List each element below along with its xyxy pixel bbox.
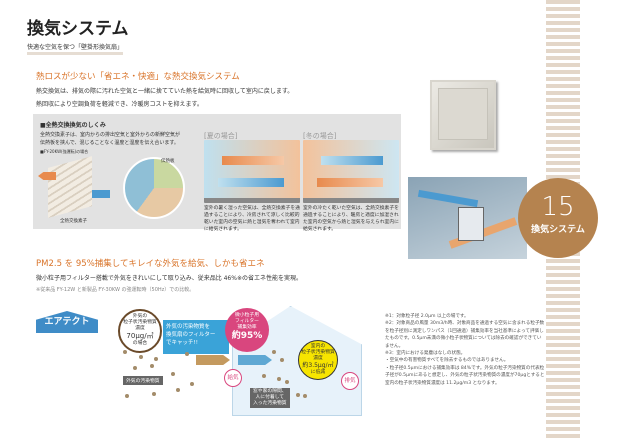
- section1-line: 熱交換気は、排気の際に汚れた空気と一緒に捨てていた熱を給気時に回収して室内に戻し…: [36, 88, 294, 95]
- airtect-logo: エアテクト: [36, 311, 98, 333]
- mechanism-title: ■全熱交換換気のしくみ: [40, 122, 106, 129]
- wall-ventilation-fan-image: [430, 80, 496, 150]
- arrow-icon: [92, 190, 110, 198]
- filter-callout: 外気の汚染物質を換気扇のフィルターでキャッチ!!: [163, 320, 229, 354]
- badge-label: 換気システム: [531, 225, 585, 235]
- section-number-badge: 15 換気システム: [518, 178, 598, 258]
- footnotes: ※1：対象粒子径 2.0μm 以上の場です。※2：対象商品の風量 30m3/h時…: [385, 314, 545, 386]
- page-title: 換気システム: [27, 19, 129, 39]
- supply-arrow-icon: [238, 355, 272, 365]
- section2-line: 微小粒子用フィルター搭載で外気をきれいにして取り込み、従来品比 46%※の省エネ…: [36, 275, 302, 282]
- badge-number: 15: [541, 192, 575, 222]
- section2-heading: PM2.5 を 95%捕集してキレイな外気を給気、しかも省エネ: [36, 259, 265, 269]
- section1-heading: 熱ロスが少ない「省エネ・快適」な熱交換気システム: [36, 72, 240, 82]
- mechanism-desc: 全熱交換素子は、室内からの排出空気と室外からの新鮮空気が: [40, 132, 181, 138]
- heat-plate-closeup-image: [123, 157, 185, 219]
- winter-title: [冬の場合]: [303, 132, 337, 140]
- fan-internal-diagram-image: [408, 177, 527, 259]
- model-note: ■FY-20KW(強運転)の場合: [40, 149, 89, 154]
- summer-caption: 室外の暑く湿った空気は、全熱交換素子を通過することにより、冷房されて涼しく比較的…: [204, 206, 300, 232]
- summer-title: [夏の場合]: [204, 132, 238, 140]
- outside-pollutant-tag: 外気の汚染物質: [123, 376, 163, 385]
- winter-diagram: [303, 140, 399, 203]
- plate-label: 伝熱板: [161, 159, 175, 164]
- exhaust-label: 排気: [341, 372, 359, 390]
- section2-footnote: ※従来品 FY-12W と新製品 FY-30KW の強運転時（50Hz）での比較…: [36, 287, 195, 293]
- mechanism-desc: 伝熱板を挟んで、混じることなく温度と湿度を伝え合います。: [40, 140, 179, 146]
- section1-line: 熱回収により空調負荷を軽減でき、冷暖房コストを抑えます。: [36, 101, 203, 108]
- inside-pollutant-tag: 窓や家の隙間、人に付着して入った汚染物質: [250, 388, 290, 408]
- intake-arrow-icon: [196, 355, 230, 365]
- element-label: 全熱交換素子: [60, 219, 87, 224]
- supply-label: 給気: [224, 369, 242, 387]
- arrow-icon: [38, 172, 56, 180]
- summer-diagram: [204, 140, 300, 203]
- capture-rate-bubble: 微小粒子用フィルター捕集効率 約95%: [225, 308, 269, 352]
- winter-caption: 室外の冷たく乾いた空気は、全熱交換素子を通過することにより、暖房と適度に加湿され…: [303, 206, 399, 232]
- page-subtitle: 快適な空気を保つ「壁掛形換気扇」: [27, 42, 124, 55]
